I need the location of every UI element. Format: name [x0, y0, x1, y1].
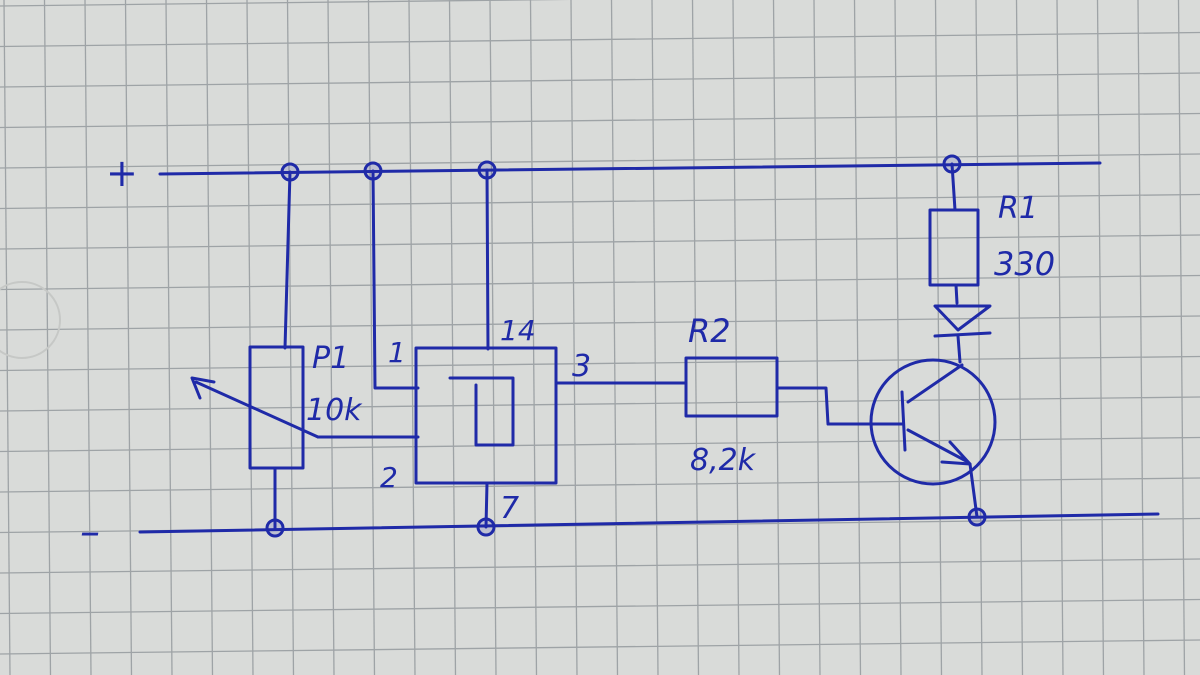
wire-base	[775, 386, 904, 426]
ic-pin-7-label: 7	[500, 491, 519, 526]
negative-rail	[138, 512, 1160, 534]
ic-pin-14-label: 14	[500, 314, 536, 347]
led-icon	[933, 304, 992, 338]
resistor-r2-value: 8,2k	[690, 443, 757, 478]
potentiometer-value: 10k	[306, 393, 363, 428]
npn-transistor	[869, 358, 997, 519]
wire-pin-14	[485, 168, 490, 351]
resistor-r1-value: 330	[994, 245, 1055, 283]
ic-pin-3-label: 3	[572, 349, 591, 384]
wire-pin-7	[484, 481, 489, 529]
potentiometer-p1: P1 10k	[190, 170, 420, 530]
ic-pin-2-label: 2	[380, 461, 398, 494]
ic-chip: 1 2 3 7 14	[380, 314, 591, 526]
paper-stain	[0, 281, 61, 359]
wire-r1-top	[950, 162, 957, 212]
wire-led-collector	[956, 334, 962, 364]
resistor-r2-name: R2	[688, 312, 731, 350]
potentiometer-name: P1	[312, 341, 349, 376]
ic-pin-1-label: 1	[388, 336, 406, 369]
resistor-r1: R1 330	[928, 191, 1055, 287]
resistor-r1-name: R1	[998, 191, 1038, 226]
wiper-arrow-icon	[190, 376, 216, 400]
wire-pin-1	[371, 169, 420, 390]
positive-rail-label: +	[106, 151, 138, 195]
wire-r1-led	[954, 283, 959, 305]
negative-rail-label: –	[80, 509, 100, 555]
resistor-r2: R2 8,2k	[684, 312, 779, 478]
